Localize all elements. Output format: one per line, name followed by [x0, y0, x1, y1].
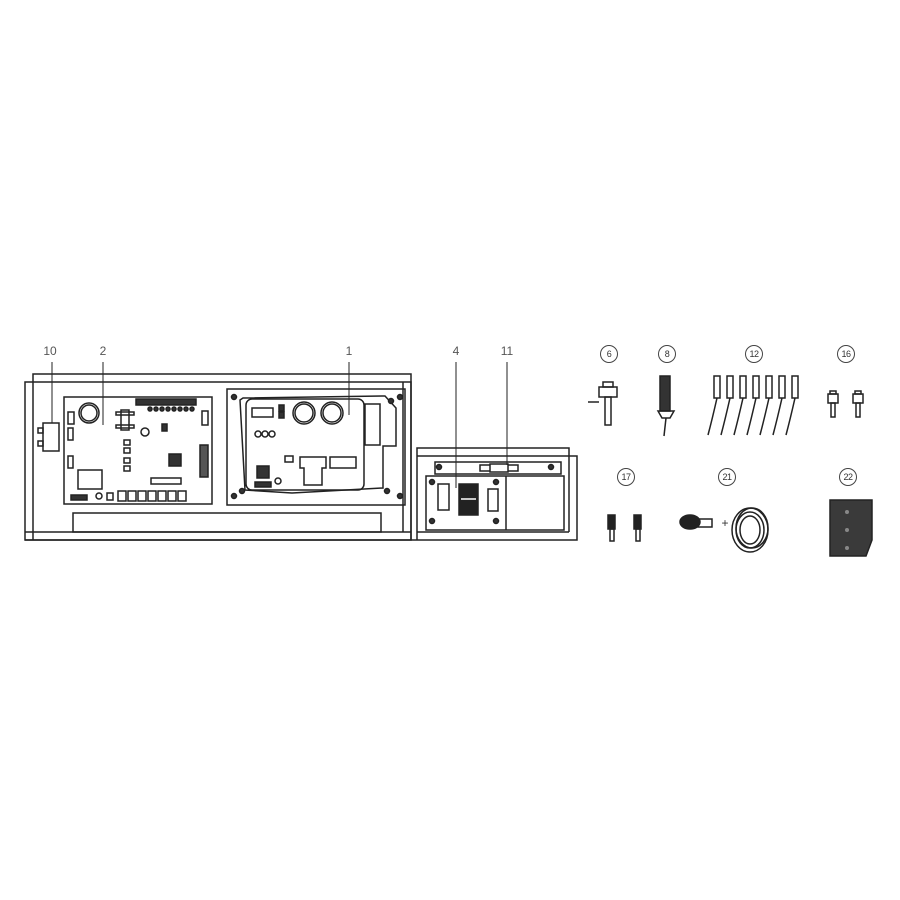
part-label-8: 8	[658, 345, 676, 363]
part-label-21: 21	[718, 468, 736, 486]
plus-sign: +	[721, 516, 729, 530]
callout-2: 2	[99, 344, 107, 358]
callout-1: 1	[345, 344, 353, 358]
part-label-6: 6	[600, 345, 618, 363]
callout-10: 10	[43, 344, 57, 358]
callout-4: 4	[452, 344, 460, 358]
part-17-connectors	[607, 514, 642, 542]
part-label-16: 16	[837, 345, 855, 363]
part-label-12: 12	[745, 345, 763, 363]
part-10-relay	[37, 362, 60, 452]
part-21-connector-cable	[679, 507, 769, 553]
part-22-heater-jacket	[829, 499, 873, 557]
part-label-17: 17	[617, 468, 635, 486]
callout-11: 11	[500, 344, 514, 358]
part-1-driver-board	[226, 362, 406, 506]
right-enclosure	[25, 362, 578, 541]
part-2-control-board	[63, 362, 213, 505]
part-16-fittings	[827, 390, 864, 418]
part-6-valve	[588, 381, 618, 426]
part-12-sensor-probes	[707, 375, 799, 436]
part-label-22: 22	[839, 468, 857, 486]
part-8-pressure-switch	[656, 375, 676, 437]
